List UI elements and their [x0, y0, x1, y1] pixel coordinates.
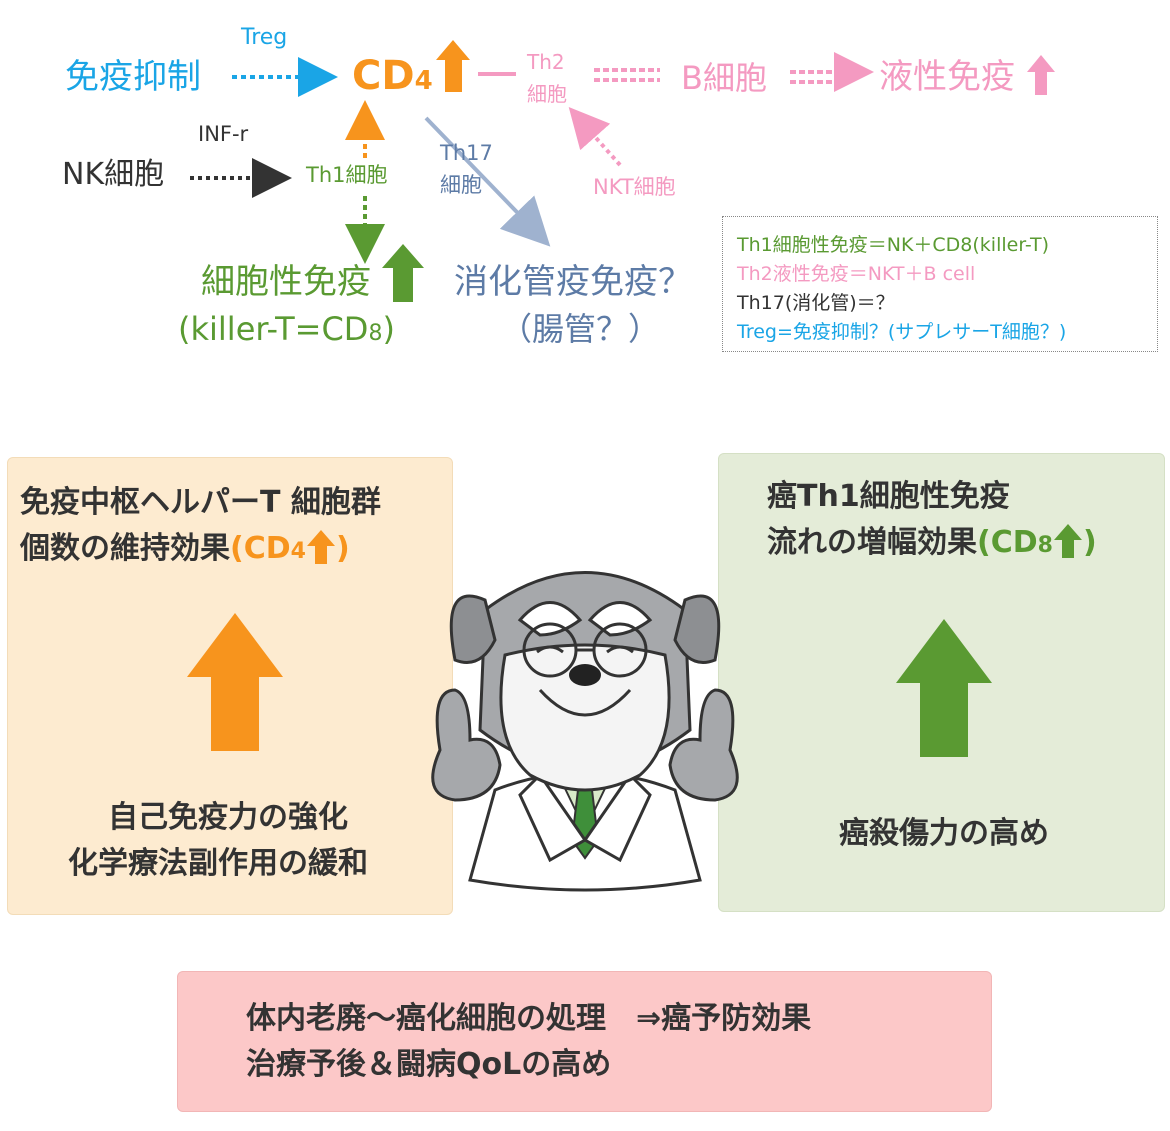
legend-line-treg: Treg=免疫抑制？(サプレサーT細胞？) — [737, 321, 1067, 343]
legend-line-th17: Th17(消化管)＝？ — [737, 292, 895, 314]
cd4-gut-arrow — [424, 116, 551, 247]
right-big-up-arrow — [896, 619, 992, 757]
left-bottom-line1: 自己免疫力の強化 — [108, 800, 348, 835]
th2-cell-label: 細胞 — [527, 82, 567, 106]
nkt-cell-label: NKT細胞 — [593, 175, 676, 199]
gut-paren-label: （腸管？） — [500, 310, 661, 348]
treg-label: Treg — [241, 25, 288, 50]
legend-line-th2: Th2液性免疫＝NKT＋B cell — [737, 263, 976, 285]
b-cell-label: B細胞 — [681, 59, 767, 97]
bottom-line2: 治療予後＆闘病QoLの高め — [246, 1047, 612, 1082]
left-bottom-line2: 化学療法副作用の緩和 — [68, 846, 368, 881]
left-effect-panel: 免疫中枢ヘルパーT 細胞群 個数の維持効果(CD4) 自己免疫力の強化 化学療法… — [7, 457, 453, 915]
left-big-up-arrow — [187, 613, 283, 751]
th1-cell-label: Th1細胞 — [306, 163, 388, 187]
cd4-label: CD4 — [352, 53, 433, 99]
right-bottom-line1: 癌殺傷力の高め — [839, 816, 1049, 851]
th2-label: Th2 — [527, 50, 565, 74]
nk-cell-label: NK細胞 — [62, 157, 165, 192]
immunosuppression-label: 免疫抑制 — [65, 57, 201, 97]
doctor-dog-icon — [431, 571, 739, 892]
gut-immunity-label: 消化管疫免疫？ — [454, 262, 692, 302]
right-title-line1: 癌Th1細胞性免疫 — [767, 479, 1010, 514]
diagram-arrows — [190, 40, 1055, 302]
nkt-th2-arrow — [568, 107, 622, 167]
immune-flow-diagram: 免疫抑制 Treg CD4 Th2 細胞 B細胞 液性免疫 INF-r NK細胞… — [0, 0, 1170, 400]
right-title-line2: 流れの増幅効果(CD8) — [767, 520, 1097, 569]
humoral-up-arrow — [1027, 55, 1055, 95]
cellular-immunity-label: 細胞性免疫 — [201, 262, 371, 302]
cd4-small-up-arrow — [306, 530, 335, 564]
killer-t-label: (killer-T=CD8) — [178, 310, 395, 348]
cellular-up-arrow — [382, 244, 424, 302]
right-effect-panel: 癌Th1細胞性免疫 流れの増幅効果(CD8) 癌殺傷力の高め — [718, 453, 1165, 912]
cd4-up-arrow — [436, 40, 470, 92]
inf-r-label: INF-r — [198, 122, 249, 146]
th17-label: Th17 — [440, 141, 493, 165]
bottom-line1: 体内老廃～癌化細胞の処理 ⇒癌予防効果 — [246, 1001, 812, 1036]
legend-line-th1: Th1細胞性免疫＝NK＋CD8(killer-T) — [737, 234, 1050, 256]
left-title-line2: 個数の維持効果(CD4) — [20, 526, 350, 575]
cd8-small-up-arrow — [1053, 524, 1082, 558]
humoral-immunity-label: 液性免疫 — [879, 57, 1015, 97]
legend-box: Th1細胞性免疫＝NK＋CD8(killer-T) Th2液性免疫＝NKT＋B … — [722, 216, 1158, 352]
th17-cell-label: 細胞 — [440, 173, 482, 197]
bottom-effect-panel: 体内老廃～癌化細胞の処理 ⇒癌予防効果 治療予後＆闘病QoLの高め — [177, 971, 992, 1112]
left-title-line1: 免疫中枢ヘルパーT 細胞群 — [20, 485, 381, 520]
